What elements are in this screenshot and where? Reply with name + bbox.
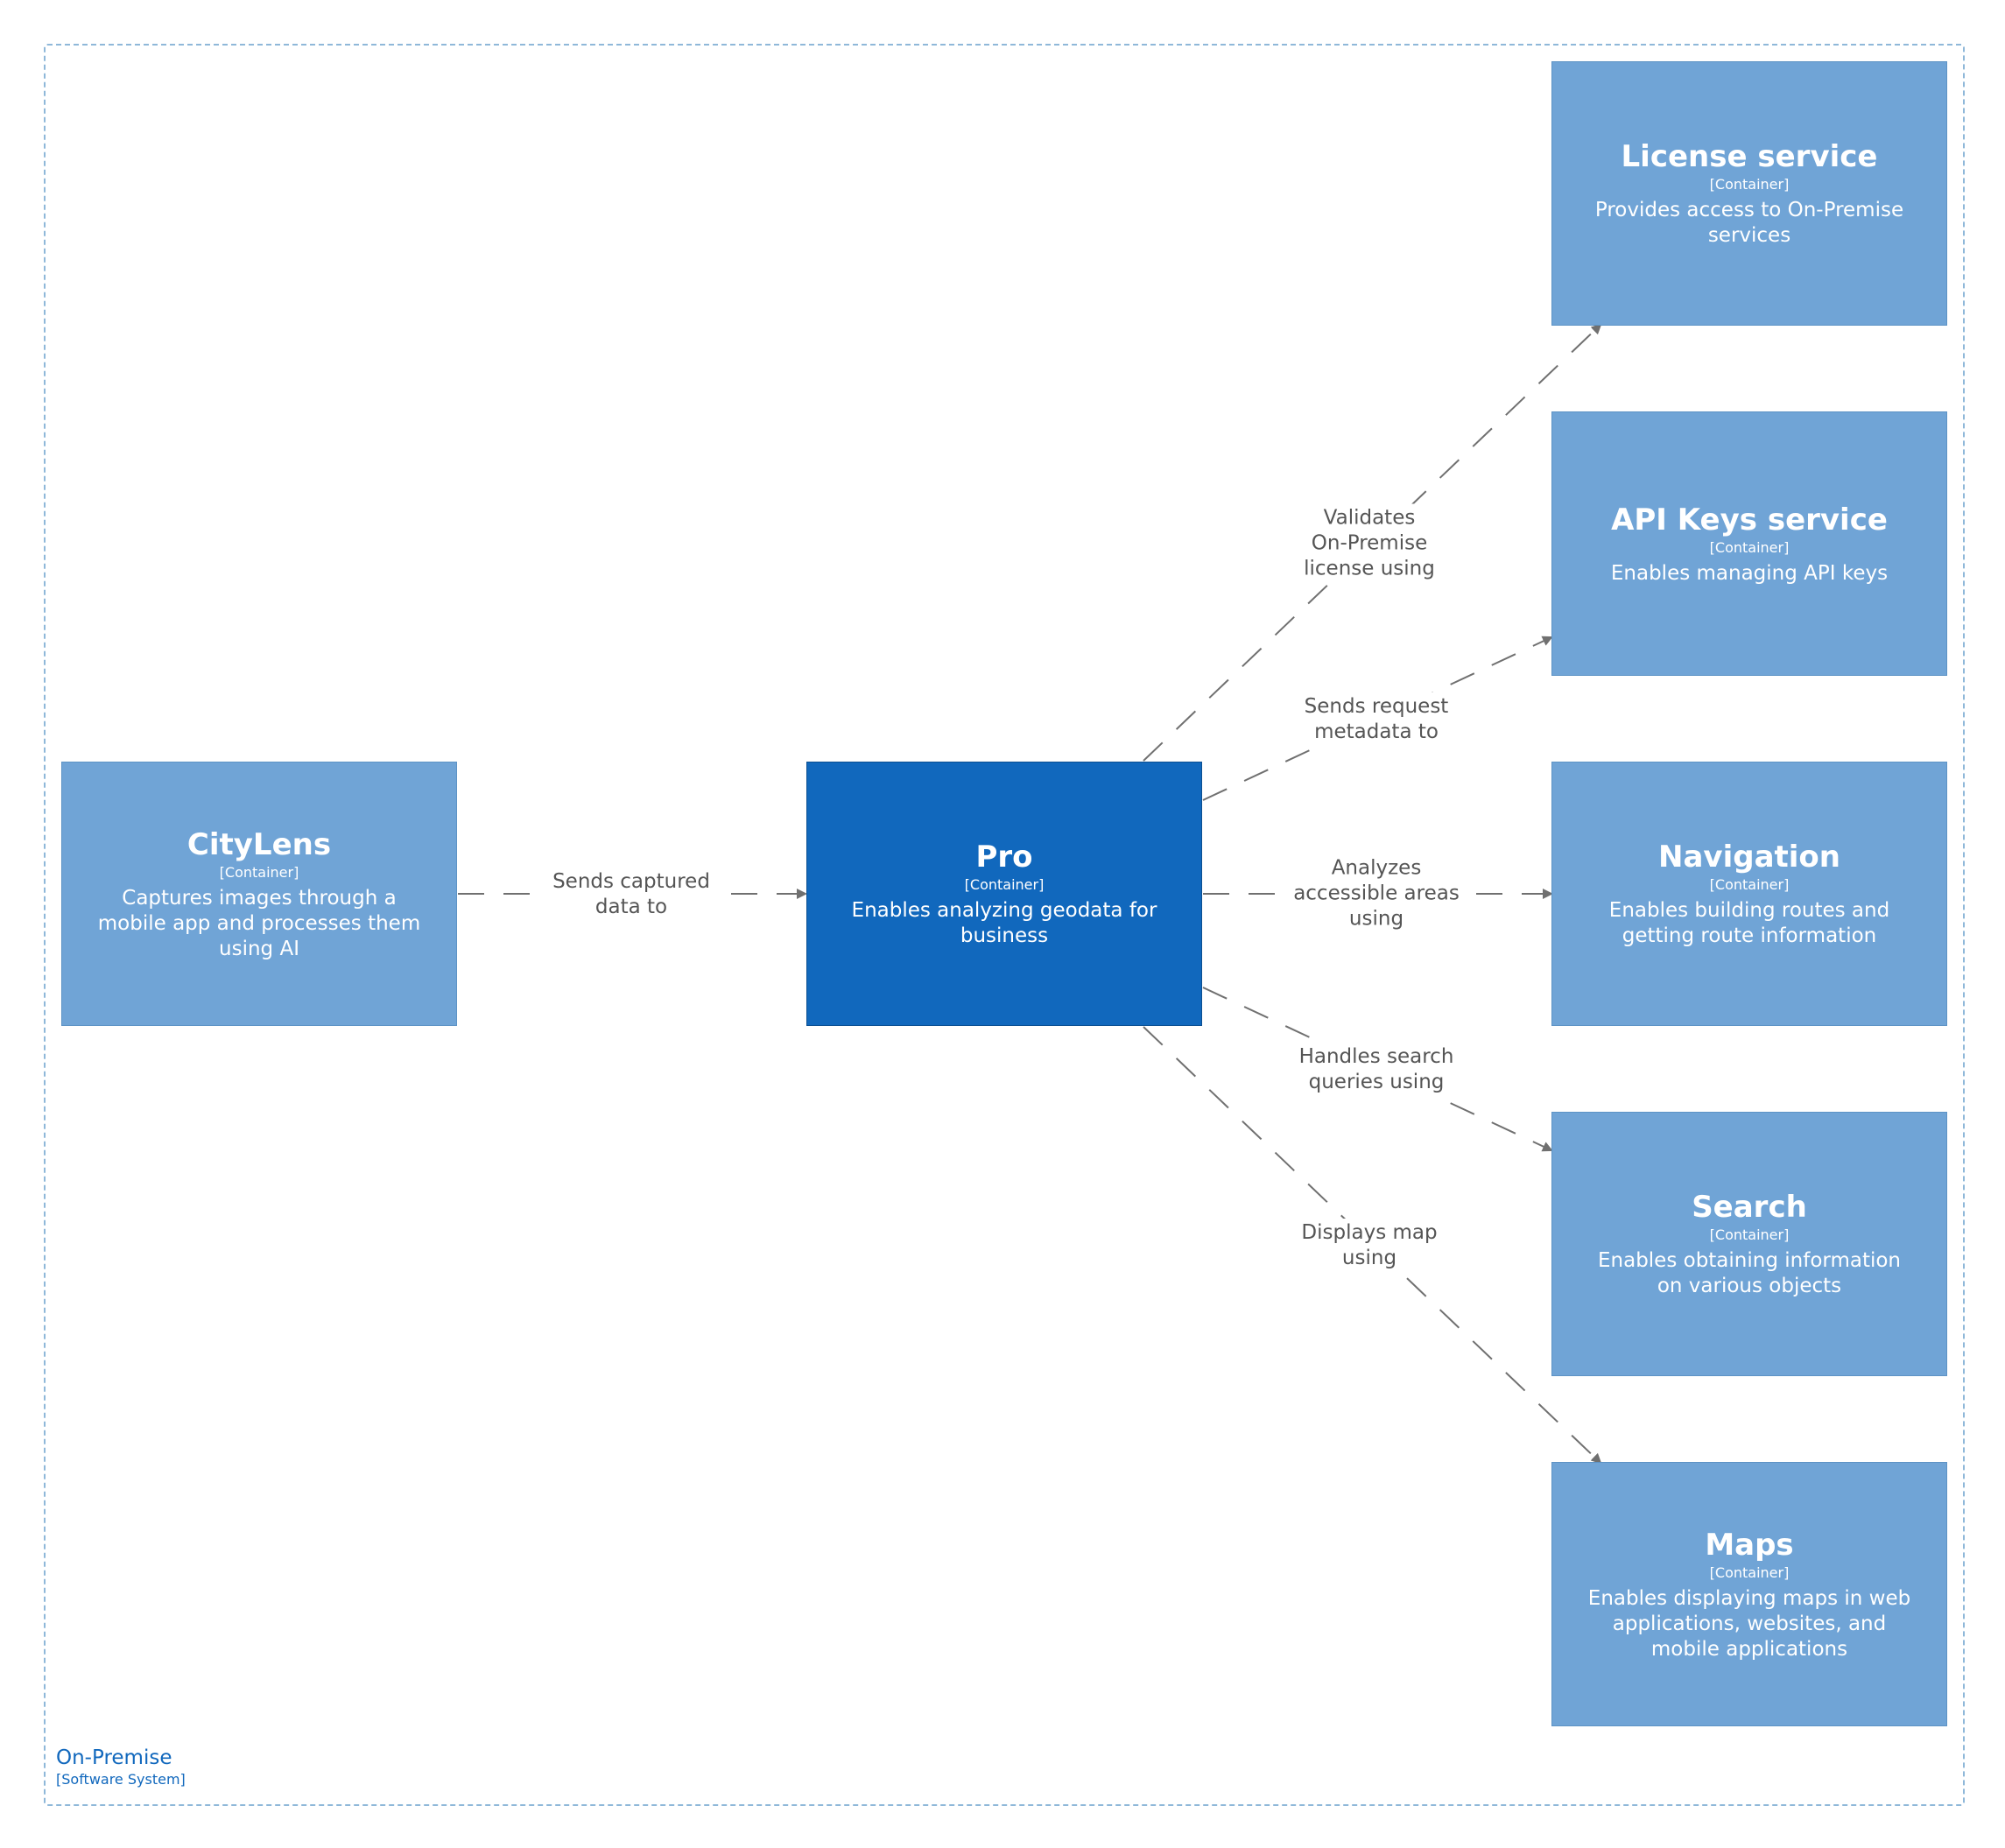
container-name: Maps xyxy=(1705,1527,1794,1563)
label-line: On-Premise xyxy=(1311,531,1428,555)
container-api-keys-service[interactable]: API Keys service [Container] Enables man… xyxy=(1551,411,1947,676)
label-citylens-to-pro: Sends captured data to xyxy=(547,868,715,922)
container-type: [Container] xyxy=(964,876,1045,893)
arrow-pro-to-maps xyxy=(1143,1026,1602,1465)
container-description: Captures images through a mobile app and… xyxy=(97,886,421,960)
container-name: License service xyxy=(1621,139,1878,174)
container-name: Navigation xyxy=(1658,840,1840,875)
container-pro[interactable]: Pro [Container] Enables analyzing geodat… xyxy=(806,762,1202,1026)
label-line: data to xyxy=(594,896,668,918)
boundary-type: [Software System] xyxy=(56,1771,186,1788)
container-description: Enables analyzing geodata for business xyxy=(851,899,1157,947)
container-name: Search xyxy=(1692,1190,1807,1225)
label-line: metadata to xyxy=(1314,720,1439,743)
label-pro-to-search: Handles search queries using xyxy=(1293,1043,1460,1097)
label-line: accessible areas xyxy=(1293,882,1460,905)
container-maps[interactable]: Maps [Container] Enables displaying maps… xyxy=(1551,1462,1947,1726)
label-line: Sends request xyxy=(1304,695,1449,718)
label-line: using xyxy=(1341,1247,1397,1269)
label-line: license using xyxy=(1304,557,1435,580)
label-line: using xyxy=(1348,907,1404,931)
label-line: Handles search xyxy=(1298,1045,1454,1068)
container-description: Enables managing API keys xyxy=(1610,561,1889,585)
container-navigation[interactable]: Navigation [Container] Enables building … xyxy=(1551,762,1947,1026)
boundary-label: On-Premise [Software System] xyxy=(56,1746,186,1789)
label-line: queries using xyxy=(1308,1071,1445,1093)
container-type: [Container] xyxy=(1709,1226,1790,1243)
container-search[interactable]: Search [Container] Enables obtaining inf… xyxy=(1551,1112,1947,1376)
label-line: Displays map xyxy=(1301,1221,1438,1244)
container-type: [Container] xyxy=(1709,876,1790,893)
container-name: API Keys service xyxy=(1611,502,1888,538)
container-license-service[interactable]: License service [Container] Provides acc… xyxy=(1551,61,1947,326)
label-line: Validates xyxy=(1323,506,1416,530)
container-citylens[interactable]: CityLens [Container] Captures images thr… xyxy=(61,762,457,1026)
container-description: Enables displaying maps in web applicati… xyxy=(1587,1586,1911,1661)
arrow-pro-to-license xyxy=(1143,323,1602,762)
label-pro-to-maps: Displays map using xyxy=(1296,1219,1443,1273)
label-line: Sends captured xyxy=(552,870,710,893)
container-name: CityLens xyxy=(186,826,332,862)
container-description: Provides access to On-Premise services xyxy=(1594,199,1904,247)
container-name: Pro xyxy=(975,840,1033,875)
container-type: [Container] xyxy=(1709,176,1790,193)
label-pro-to-apikeys: Sends request metadata to xyxy=(1298,692,1454,747)
label-line: Analyzes xyxy=(1331,856,1422,880)
container-description: Enables obtaining information on various… xyxy=(1597,1249,1901,1297)
container-type: [Container] xyxy=(1709,1563,1790,1581)
container-type: [Container] xyxy=(1709,538,1790,556)
label-pro-to-navigation: Analyzes accessible areas using xyxy=(1288,854,1465,934)
boundary-name: On-Premise xyxy=(56,1746,172,1769)
container-description: Enables building routes and getting rout… xyxy=(1608,899,1890,947)
label-pro-to-license: Validates On-Premise license using xyxy=(1298,503,1440,584)
container-type: [Container] xyxy=(219,863,299,881)
software-system-boundary xyxy=(44,44,1965,1806)
